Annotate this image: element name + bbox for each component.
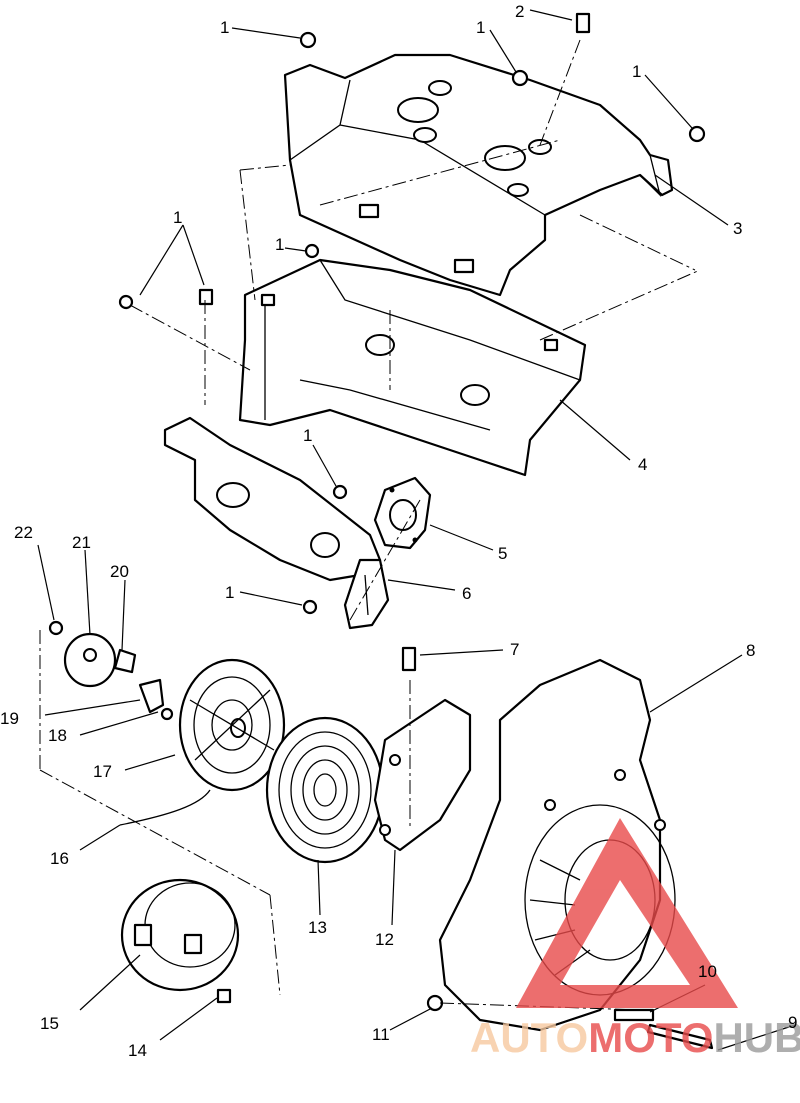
cup-15 [120, 878, 240, 992]
recoil-spring-13 [265, 716, 385, 864]
callout-21: 21 [72, 533, 91, 552]
callout-10: 10 [698, 962, 717, 981]
callout-11: 11 [372, 1025, 390, 1044]
callout-1: 1 [632, 62, 641, 81]
callout-13: 13 [308, 918, 327, 937]
callout-1: 1 [225, 583, 234, 602]
callout-labels: 1 1 2 1 3 1 1 4 1 5 6 1 7 8 22 21 20 19 … [0, 2, 797, 1060]
callout-20: 20 [110, 562, 129, 581]
washer-21 [63, 632, 117, 688]
callout-6: 6 [462, 584, 471, 603]
callout-1: 1 [476, 18, 485, 37]
callout-5: 5 [498, 544, 507, 563]
callout-22: 22 [14, 523, 33, 542]
watermark-auto: AUTO [470, 1014, 588, 1061]
callout-16: 16 [50, 849, 69, 868]
lower-shroud-bracket [238, 258, 587, 477]
automotohub-watermark: AUTOMOTOHUB [470, 818, 800, 1061]
callout-2: 2 [515, 2, 524, 21]
callout-15: 15 [40, 1014, 59, 1033]
starter-pulley-17 [178, 658, 286, 792]
callout-14: 14 [128, 1041, 147, 1060]
callout-4: 4 [638, 455, 647, 474]
callout-7: 7 [510, 640, 519, 659]
gasket [373, 476, 432, 550]
bolt-icons [118, 12, 706, 672]
callout-1: 1 [303, 426, 312, 445]
watermark-triangle-icon [516, 818, 738, 1008]
leader-lines [37, 9, 796, 1051]
callout-3: 3 [733, 219, 742, 238]
starter-housing-bracket-12 [373, 698, 472, 852]
small-parts [48, 620, 714, 1050]
callout-1: 1 [173, 208, 182, 227]
callout-8: 8 [746, 641, 755, 660]
upper-shroud-plate [283, 53, 674, 297]
callout-9: 9 [788, 1013, 797, 1032]
callout-17: 17 [93, 762, 112, 781]
svg-text:AUTOMOTOHUB: AUTOMOTOHUB [470, 1014, 800, 1061]
callout-1: 1 [275, 235, 284, 254]
watermark-hub: HUB [713, 1014, 800, 1061]
starter-rope [119, 789, 211, 826]
callout-18: 18 [48, 726, 67, 745]
watermark-moto: MOTO [588, 1014, 713, 1061]
front-cowl-panel [163, 416, 382, 582]
callout-1: 1 [220, 18, 229, 37]
callout-19: 19 [0, 709, 19, 728]
callout-12: 12 [375, 930, 394, 949]
